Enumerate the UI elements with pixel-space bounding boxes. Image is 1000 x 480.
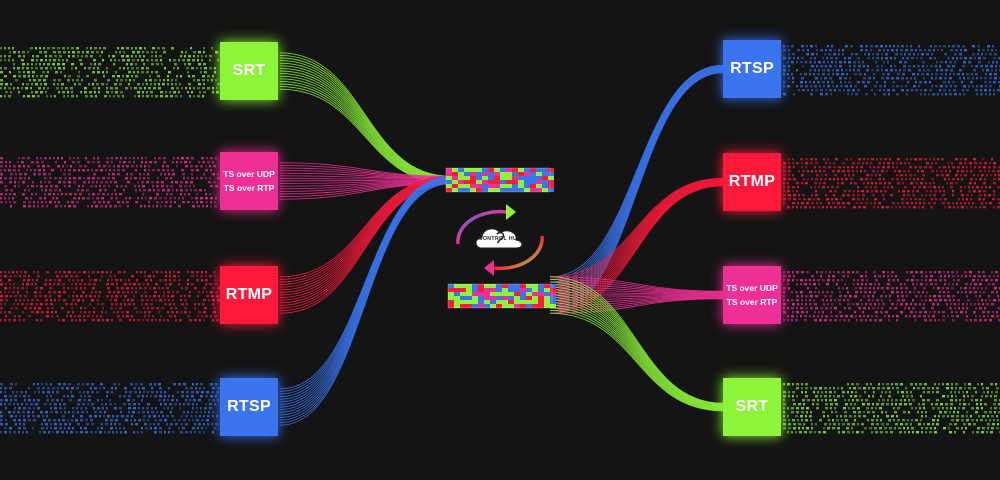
stream-left-rtmp bbox=[0, 271, 220, 322]
left-proto-rtsp: RTSP bbox=[220, 378, 278, 436]
bitstream-bar-bottom bbox=[447, 283, 556, 309]
proto-label: RTSP bbox=[730, 60, 774, 77]
flow-right-srt bbox=[549, 276, 724, 412]
right-proto-rtsp: RTSP bbox=[723, 40, 781, 98]
flow-right-ts bbox=[549, 276, 724, 314]
left-proto-srt: SRT bbox=[220, 42, 278, 100]
stream-right-rtsp bbox=[783, 45, 1000, 96]
flow-left-srt bbox=[279, 52, 451, 185]
stream-left-srt bbox=[0, 47, 220, 98]
bitstream-bar-top bbox=[445, 167, 554, 193]
right-proto-rtmp: RTMP bbox=[723, 153, 781, 211]
control-hub: CONTROL HUB bbox=[450, 200, 550, 280]
proto-label: RTMP bbox=[728, 173, 776, 190]
proto-label: SRT bbox=[232, 62, 266, 79]
stream-right-ts bbox=[783, 271, 1000, 322]
stream-left-rtsp bbox=[0, 383, 220, 434]
proto-label: RTSP bbox=[227, 398, 271, 415]
flow-right-rtsp bbox=[549, 64, 724, 314]
left-proto-ts: TS over UDP TS over RTP bbox=[220, 152, 278, 210]
proto-label: TS over UDP bbox=[726, 283, 778, 293]
stream-right-srt bbox=[783, 383, 1000, 434]
proto-label: TS over RTP bbox=[726, 297, 778, 307]
right-proto-ts: TS over UDP TS over RTP bbox=[723, 266, 781, 324]
flow-left-rtsp bbox=[279, 175, 451, 426]
left-proto-rtmp: RTMP bbox=[220, 266, 278, 324]
proto-label: SRT bbox=[735, 398, 769, 415]
proto-label: TS over UDP bbox=[223, 169, 275, 179]
right-proto-srt: SRT bbox=[723, 378, 781, 436]
proto-label: TS over RTP bbox=[223, 183, 275, 193]
cloud-sync-icon bbox=[456, 204, 544, 276]
proto-label: RTMP bbox=[225, 286, 273, 303]
stream-left-ts bbox=[0, 157, 220, 208]
stream-right-rtmp bbox=[783, 158, 1000, 209]
